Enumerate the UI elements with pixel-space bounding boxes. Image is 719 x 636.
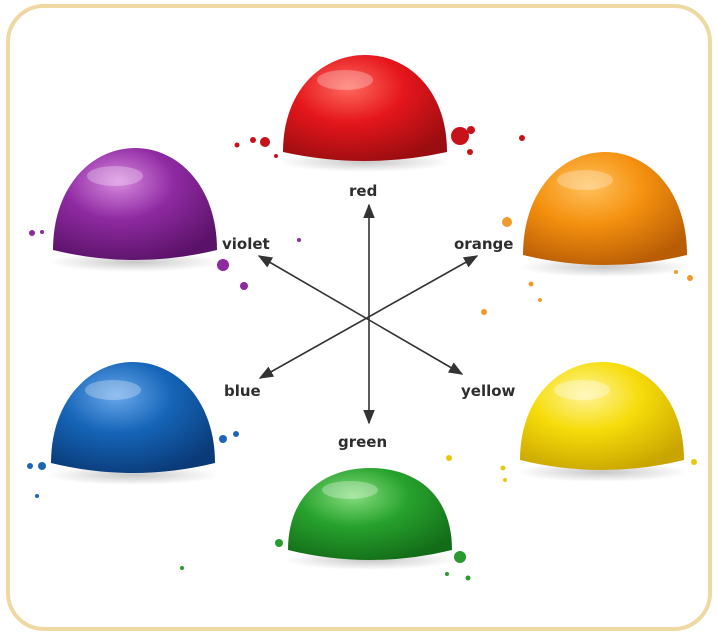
yellow-paint-drop — [446, 362, 697, 482]
violet-paint-drop — [29, 148, 301, 290]
orange-paint-drop — [481, 152, 693, 315]
label-yellow: yellow — [461, 382, 515, 400]
arrow-violet-yellow — [259, 256, 462, 374]
label-violet: violet — [222, 235, 270, 253]
complementary-arrows — [259, 205, 477, 423]
label-green: green — [338, 433, 387, 451]
label-red: red — [349, 182, 377, 200]
green-paint-drop — [180, 468, 471, 581]
red-paint-drop — [235, 55, 526, 172]
label-blue: blue — [224, 382, 261, 400]
blue-paint-drop — [27, 362, 239, 498]
label-orange: orange — [454, 235, 513, 253]
